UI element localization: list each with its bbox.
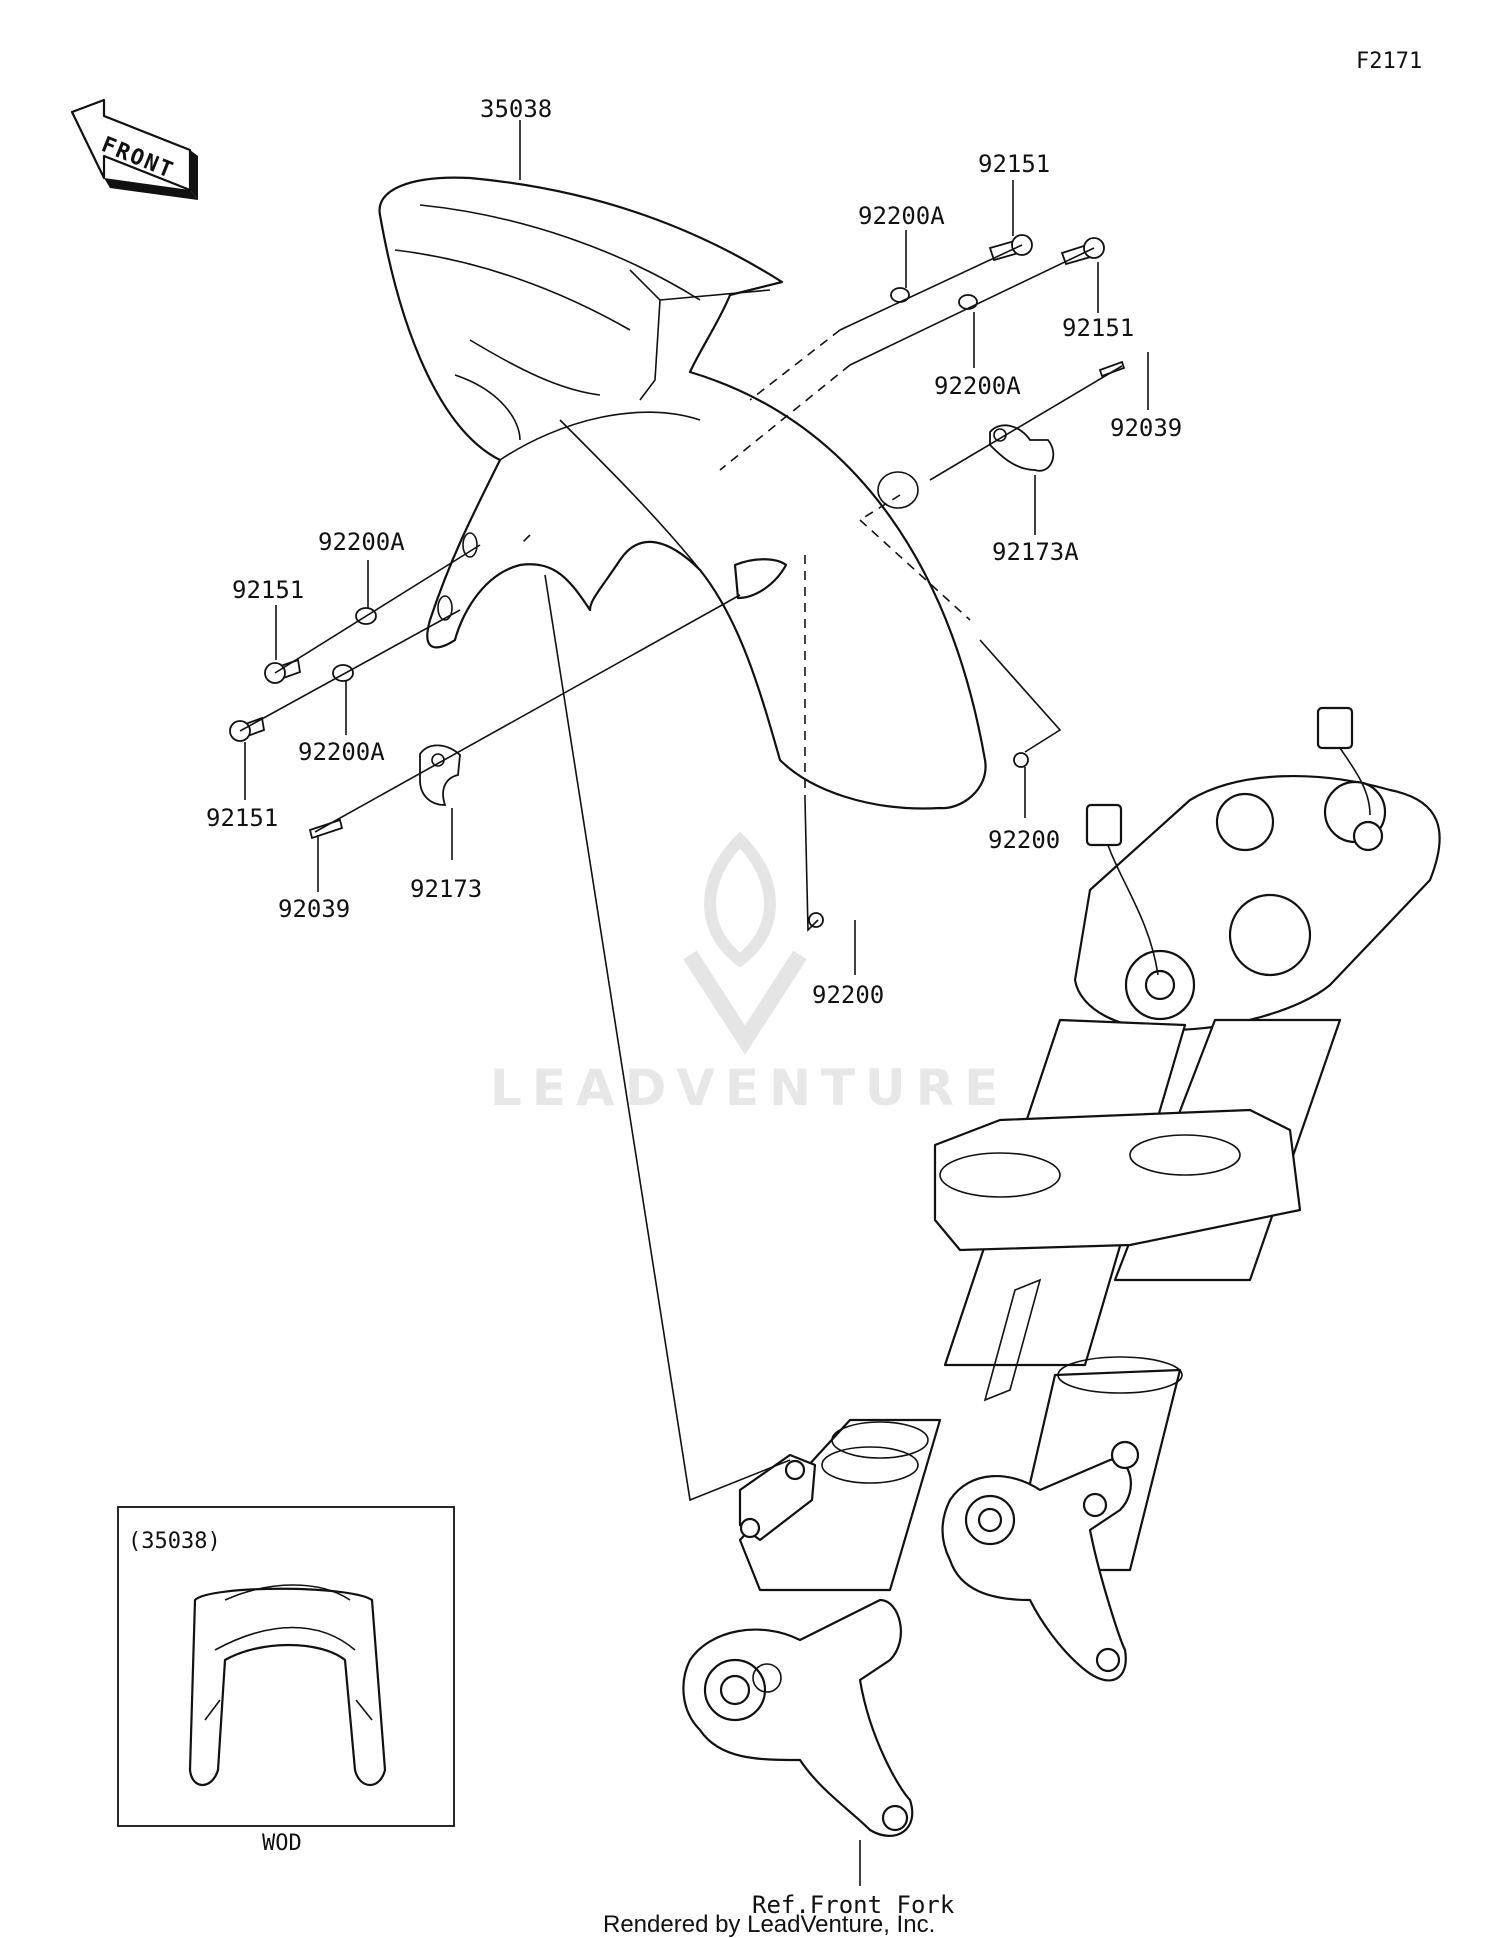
callout-washer-top-left: 92200A [858, 202, 945, 230]
front-arrow-icon: FRONT [70, 98, 198, 200]
front-fork-assembly [682, 706, 1441, 1837]
watermark-text: LEADVENTURE [490, 1059, 1008, 1117]
render-credit: Rendered by LeadVenture, Inc. [603, 1911, 935, 1938]
callout-nut-center: 92200 [812, 981, 884, 1009]
callout-bolt-top-right: 92151 [1062, 314, 1134, 342]
callout-clamp-left: 92173 [410, 875, 482, 903]
callout-washer-side-lower: 92200A [298, 738, 385, 766]
front-fender [378, 176, 987, 810]
figure-code: F2171 [1356, 49, 1422, 74]
callout-rivet-right: 92039 [1110, 414, 1182, 442]
callout-labels: 35038 92151 92200A 92151 92200A 92039 92… [206, 95, 1182, 1919]
callout-nut-right: 92200 [988, 826, 1060, 854]
leader-lines [239, 120, 1149, 1886]
hardware-side [229, 607, 1029, 928]
callout-bolt-side-upper: 92151 [232, 576, 304, 604]
leadventure-watermark: LEADVENTURE [490, 831, 1008, 1117]
callout-fender: 35038 [480, 95, 552, 123]
callout-clamp-right: 92173A [992, 538, 1079, 566]
callout-washer-side-upper: 92200A [318, 528, 405, 556]
inset-wod-variant: (35038) WOD [117, 1506, 455, 1856]
reference-front-fork: Ref.Front Fork [752, 1891, 955, 1919]
hardware-top [890, 234, 1126, 472]
callout-bolt-top-left: 92151 [978, 150, 1050, 178]
inset-caption: WOD [262, 1831, 302, 1856]
callout-washer-top-right: 92200A [934, 372, 1021, 400]
callout-rivet-left: 92039 [278, 895, 350, 923]
callout-bolt-side-lower: 92151 [206, 804, 278, 832]
inset-label: (35038) [128, 1529, 221, 1554]
